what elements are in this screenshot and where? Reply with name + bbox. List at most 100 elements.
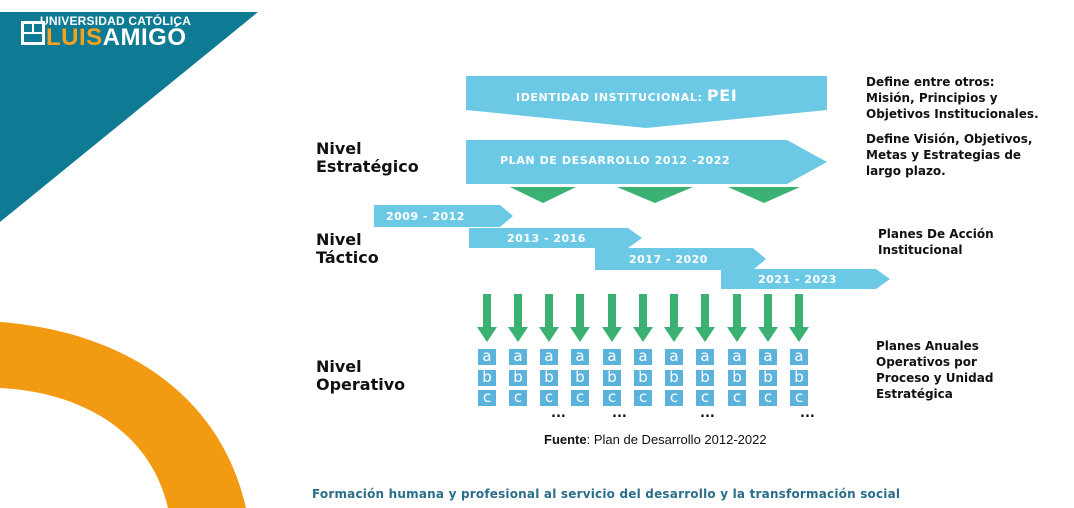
note-plan: Define Visión, Objetivos, Metas y Estrat… [866,131,1032,179]
process-box-b: b [571,370,589,386]
period-arrow-shape-4 [721,269,890,289]
process-box-a: a [728,349,746,365]
ellipsis-3: ... [700,406,715,421]
process-box-c: c [571,390,589,406]
process-box-c: c [509,390,527,406]
note-operative-line-4: Estratégica [876,387,953,401]
green-down-arrow [570,294,590,342]
process-box-b: b [665,370,683,386]
logo-name: LUISAMIGÓ [46,26,187,50]
period-arrow-shape-1 [374,205,513,227]
note-tactical-line-2: Institucional [878,243,963,257]
logo-university-line: UNIVERSIDAD CATÓLICA [40,14,192,28]
note-pei-line-2: Misión, Principios y [866,91,998,105]
process-box-c: c [478,390,496,406]
source-caption: Fuente: Plan de Desarrollo 2012-2022 [544,432,767,447]
process-box-a: a [540,349,558,365]
note-pei-line-1: Define entre otros: [866,75,995,89]
green-chevron-3 [728,187,800,203]
source-text: : Plan de Desarrollo 2012-2022 [586,432,767,447]
period-label-3: 2017 - 2020 [629,253,708,266]
process-box-b: b [478,370,496,386]
period-label-2: 2013 - 2016 [507,232,586,245]
process-box-c: c [790,390,808,406]
pei-prefix: IDENTIDAD INSTITUCIONAL: [516,91,703,104]
period-label-4: 2021 - 2023 [758,273,837,286]
green-down-arrow [664,294,684,342]
level-tactical: Nivel Táctico [316,231,379,267]
process-box-a: a [790,349,808,365]
logo-amigo: AMIGÓ [102,24,187,51]
level-strategic: Nivel Estratégico [316,140,419,176]
source-label: Fuente [544,432,587,447]
green-down-arrow [602,294,622,342]
ellipsis-2: ... [612,406,627,421]
level-operative-line-1: Nivel [316,357,362,376]
process-box-b: b [634,370,652,386]
note-plan-line-2: Metas y Estrategias de [866,148,1022,162]
university-shield-icon [21,21,45,45]
process-box-a: a [509,349,527,365]
note-operative-line-2: Operativos por [876,355,977,369]
note-tactical-line-1: Planes De Acción [878,227,994,241]
note-operative: Planes Anuales Operativos por Proceso y … [876,338,993,402]
process-box-b: b [696,370,714,386]
note-tactical: Planes De Acción Institucional [878,226,994,258]
university-logo [20,14,220,54]
process-box-a: a [634,349,652,365]
green-down-arrow [477,294,497,342]
period-arrow-shape-3 [595,248,766,270]
teal-band [0,12,258,222]
process-box-b: b [728,370,746,386]
process-box-c: c [665,390,683,406]
process-box-c: c [634,390,652,406]
period-label-1: 2009 - 2012 [386,210,465,223]
footer-slogan: Formación humana y profesional al servic… [312,487,901,501]
level-strategic-line-1: Nivel [316,139,362,158]
process-box-a: a [696,349,714,365]
green-down-arrow [727,294,747,342]
process-box-a: a [571,349,589,365]
ellipsis-4: ... [800,406,815,421]
process-box-c: c [603,390,621,406]
process-box-b: b [603,370,621,386]
operative-down-arrows [477,294,809,342]
process-box-c: c [696,390,714,406]
note-pei: Define entre otros: Misión, Principios y… [866,74,1039,122]
green-chevron-1 [510,187,576,203]
process-box-c: c [759,390,777,406]
process-box-a: a [665,349,683,365]
note-pei-line-3: Objetivos Institucionales. [866,107,1039,121]
pei-banner-label: IDENTIDAD INSTITUCIONAL: PEI [516,86,737,105]
green-down-arrow [758,294,778,342]
orange-arc [0,322,246,508]
process-box-b: b [509,370,527,386]
green-down-arrow [508,294,528,342]
note-operative-line-3: Proceso y Unidad [876,371,994,385]
process-box-c: c [540,390,558,406]
process-box-a: a [759,349,777,365]
level-operative-line-2: Operativo [316,375,406,394]
level-tactical-line-2: Táctico [316,248,379,267]
period-arrow-shape-2 [469,228,642,248]
process-box-a: a [478,349,496,365]
process-box-b: b [540,370,558,386]
process-box-b: b [759,370,777,386]
pei-banner-shape [466,76,827,128]
note-operative-line-1: Planes Anuales [876,339,979,353]
note-plan-line-1: Define Visión, Objetivos, [866,132,1033,146]
process-box-b: b [790,370,808,386]
pei-big: PEI [706,86,738,105]
ellipsis-1: ... [551,406,566,421]
green-chevron-2 [617,187,693,203]
green-down-arrow [633,294,653,342]
level-strategic-line-2: Estratégico [316,157,419,176]
level-operative: Nivel Operativo [316,358,405,394]
note-plan-line-3: largo plazo. [866,164,946,178]
green-down-arrow [539,294,559,342]
level-tactical-line-1: Nivel [316,230,362,249]
logo-luis: LUIS [46,24,103,51]
plan-arrow-label: PLAN DE DESARROLLO 2012 -2022 [500,154,731,167]
